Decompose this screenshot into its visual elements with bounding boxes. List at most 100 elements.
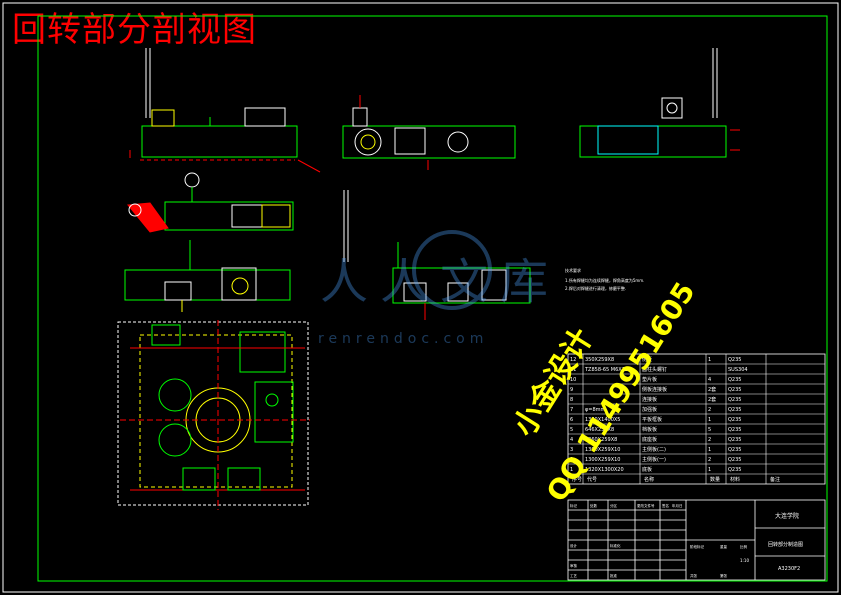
bom-cell-no: 6: [570, 417, 573, 423]
bom-cell-no: 12: [570, 357, 576, 363]
tilted-view: [127, 172, 294, 233]
bom-cell-code: 350X259X8: [585, 357, 614, 363]
note-heading: 技术要求: [565, 267, 581, 273]
bom-header-name: 名称: [644, 476, 654, 483]
bom-cell-material: Q235: [728, 437, 741, 443]
bom-cell-name: 连接板: [642, 396, 657, 403]
title-block-label: 重量: [720, 544, 728, 549]
bom-cell-code: 1300X259X10: [585, 447, 620, 453]
title-block-label: 共张: [690, 573, 698, 578]
bom-cell-name: 侧板: [642, 356, 652, 363]
bom-cell-no: 10: [570, 377, 576, 383]
title-block-label: 分区: [610, 503, 618, 508]
bom-cell-name: 主侧板(二): [642, 446, 666, 453]
bom-cell-qty: 2: [708, 407, 711, 413]
bom-cell-qty: 2套: [708, 396, 716, 403]
watermark-site-cn: 人人文库: [320, 254, 560, 310]
bom-cell-material: Q235: [728, 397, 741, 403]
bom-cell-code: 1360X259X8: [585, 437, 617, 443]
drawing-scale: 1:10: [740, 558, 749, 563]
title-block-label: 设计: [570, 543, 578, 548]
bom-cell-material: Q235: [728, 417, 741, 423]
bom-cell-code: 1300X259X10: [585, 457, 620, 463]
title-block-label: 标准化: [610, 543, 621, 548]
title-block-label: 年月日: [672, 503, 683, 508]
watermark-logo: 人人文库 renrendoc.com: [318, 230, 560, 347]
bom-cell-qty: 1: [708, 467, 711, 473]
title-block: 大连学院 回转部分制造图 A3230F2 1:10 标记 处数 分区 更改文件号 签名年…: [567, 499, 826, 581]
bom-cell-name: 平板框板: [642, 416, 662, 423]
title-block-label: 签名: [662, 503, 669, 508]
bom-cell-qty: 4: [708, 377, 711, 383]
bom-header-material: 材料: [730, 476, 740, 483]
bom-cell-name: 主侧板(一): [642, 456, 666, 463]
bom-header-qty: 数量: [710, 476, 720, 483]
drawing-name: 回转部分制造图: [768, 541, 803, 548]
side-view: [579, 48, 740, 158]
bom-header-code: 代号: [587, 476, 597, 483]
bom-cell-no: 4: [570, 437, 573, 443]
title-block-label: 工艺: [570, 573, 578, 578]
bom-cell-qty: 5: [708, 427, 711, 433]
bom-cell-code: 1360X1400X5: [585, 417, 620, 423]
bom-cell-name: 底座板: [642, 436, 657, 443]
bom-cell-no: 7: [570, 407, 573, 413]
title-block-label: 批准: [610, 573, 618, 578]
bom-cell-no: 5: [570, 427, 573, 433]
title-block-label: 标记: [570, 503, 578, 508]
bom-cell-name: 侧板连接板: [642, 386, 667, 393]
bom-cell-code: φ=8mm: [585, 407, 606, 413]
school-name: 大连学院: [775, 512, 799, 520]
bom-cell-qty: 2: [708, 437, 711, 443]
bom-cell-qty: 1: [708, 447, 711, 453]
note-line-1: 1.所有焊缝均为连续焊缝，焊角高度为5mm.: [565, 277, 644, 283]
title-block-label: 更改文件号: [637, 503, 655, 508]
bom-cell-code: TZ858-65 M6X25: [584, 367, 628, 373]
bom-cell-material: Q235: [728, 427, 741, 433]
bom-header-remark: 备注: [770, 476, 780, 483]
bom-cell-name: 圆柱头螺钉: [642, 366, 667, 373]
title-block-label: 审核: [570, 563, 578, 568]
bom-cell-qty: 1: [708, 417, 711, 423]
section-view-a: [342, 95, 516, 170]
title-block-label: 处数: [590, 503, 598, 508]
bom-cell-no: 8: [570, 397, 573, 403]
bom-cell-material: Q235: [728, 387, 741, 393]
bom-cell-material: Q235: [728, 377, 741, 383]
bom-cell-material: Q235: [728, 447, 741, 453]
bom-cell-no: 9: [570, 387, 573, 393]
bom-cell-material: Q235: [728, 407, 741, 413]
bom-cell-no: 11: [570, 367, 576, 373]
drawing-title: 回转部分剖视图: [12, 10, 257, 50]
title-block-label: 第张: [720, 573, 728, 578]
bom-cell-name: 底板: [642, 466, 652, 473]
bom-cell-qty: 2: [708, 457, 711, 463]
bom-cell-no: 1: [570, 467, 573, 473]
inner-frame: [37, 15, 828, 582]
bom-cell-material: Q235: [728, 467, 741, 473]
section-view-b: [124, 240, 291, 312]
front-view: [129, 48, 321, 173]
bom-cell-name: 垫片板: [642, 376, 657, 383]
title-block-label: 阶段标记: [690, 544, 704, 549]
note-line-2: 2.焊后对焊缝进行清理，修磨平整.: [565, 285, 626, 291]
bom-header-no: 序号: [572, 476, 582, 483]
bom-cell-code: 1320X1300X20: [585, 467, 624, 473]
title-block-label: 比例: [740, 544, 748, 549]
watermark-site-url: renrendoc.com: [318, 331, 488, 347]
section-view-c: [343, 190, 531, 320]
technical-notes: 技术要求 1.所有焊缝均为连续焊缝，焊角高度为5mm. 2.焊后对焊缝进行清理，…: [565, 267, 644, 291]
bom-cell-material: Q235: [728, 457, 741, 463]
bom-cell-no: 3: [570, 447, 573, 453]
bom-cell-qty: 2套: [708, 386, 716, 393]
bom-cell-code: 646X259X8: [585, 427, 614, 433]
bom-cell-no: 2: [570, 457, 573, 463]
drawing-code: A3230F2: [778, 566, 800, 572]
bom-cell-material: Q235: [728, 357, 741, 363]
bom-cell-name: 档板板: [642, 426, 657, 433]
plan-view: [117, 320, 310, 510]
